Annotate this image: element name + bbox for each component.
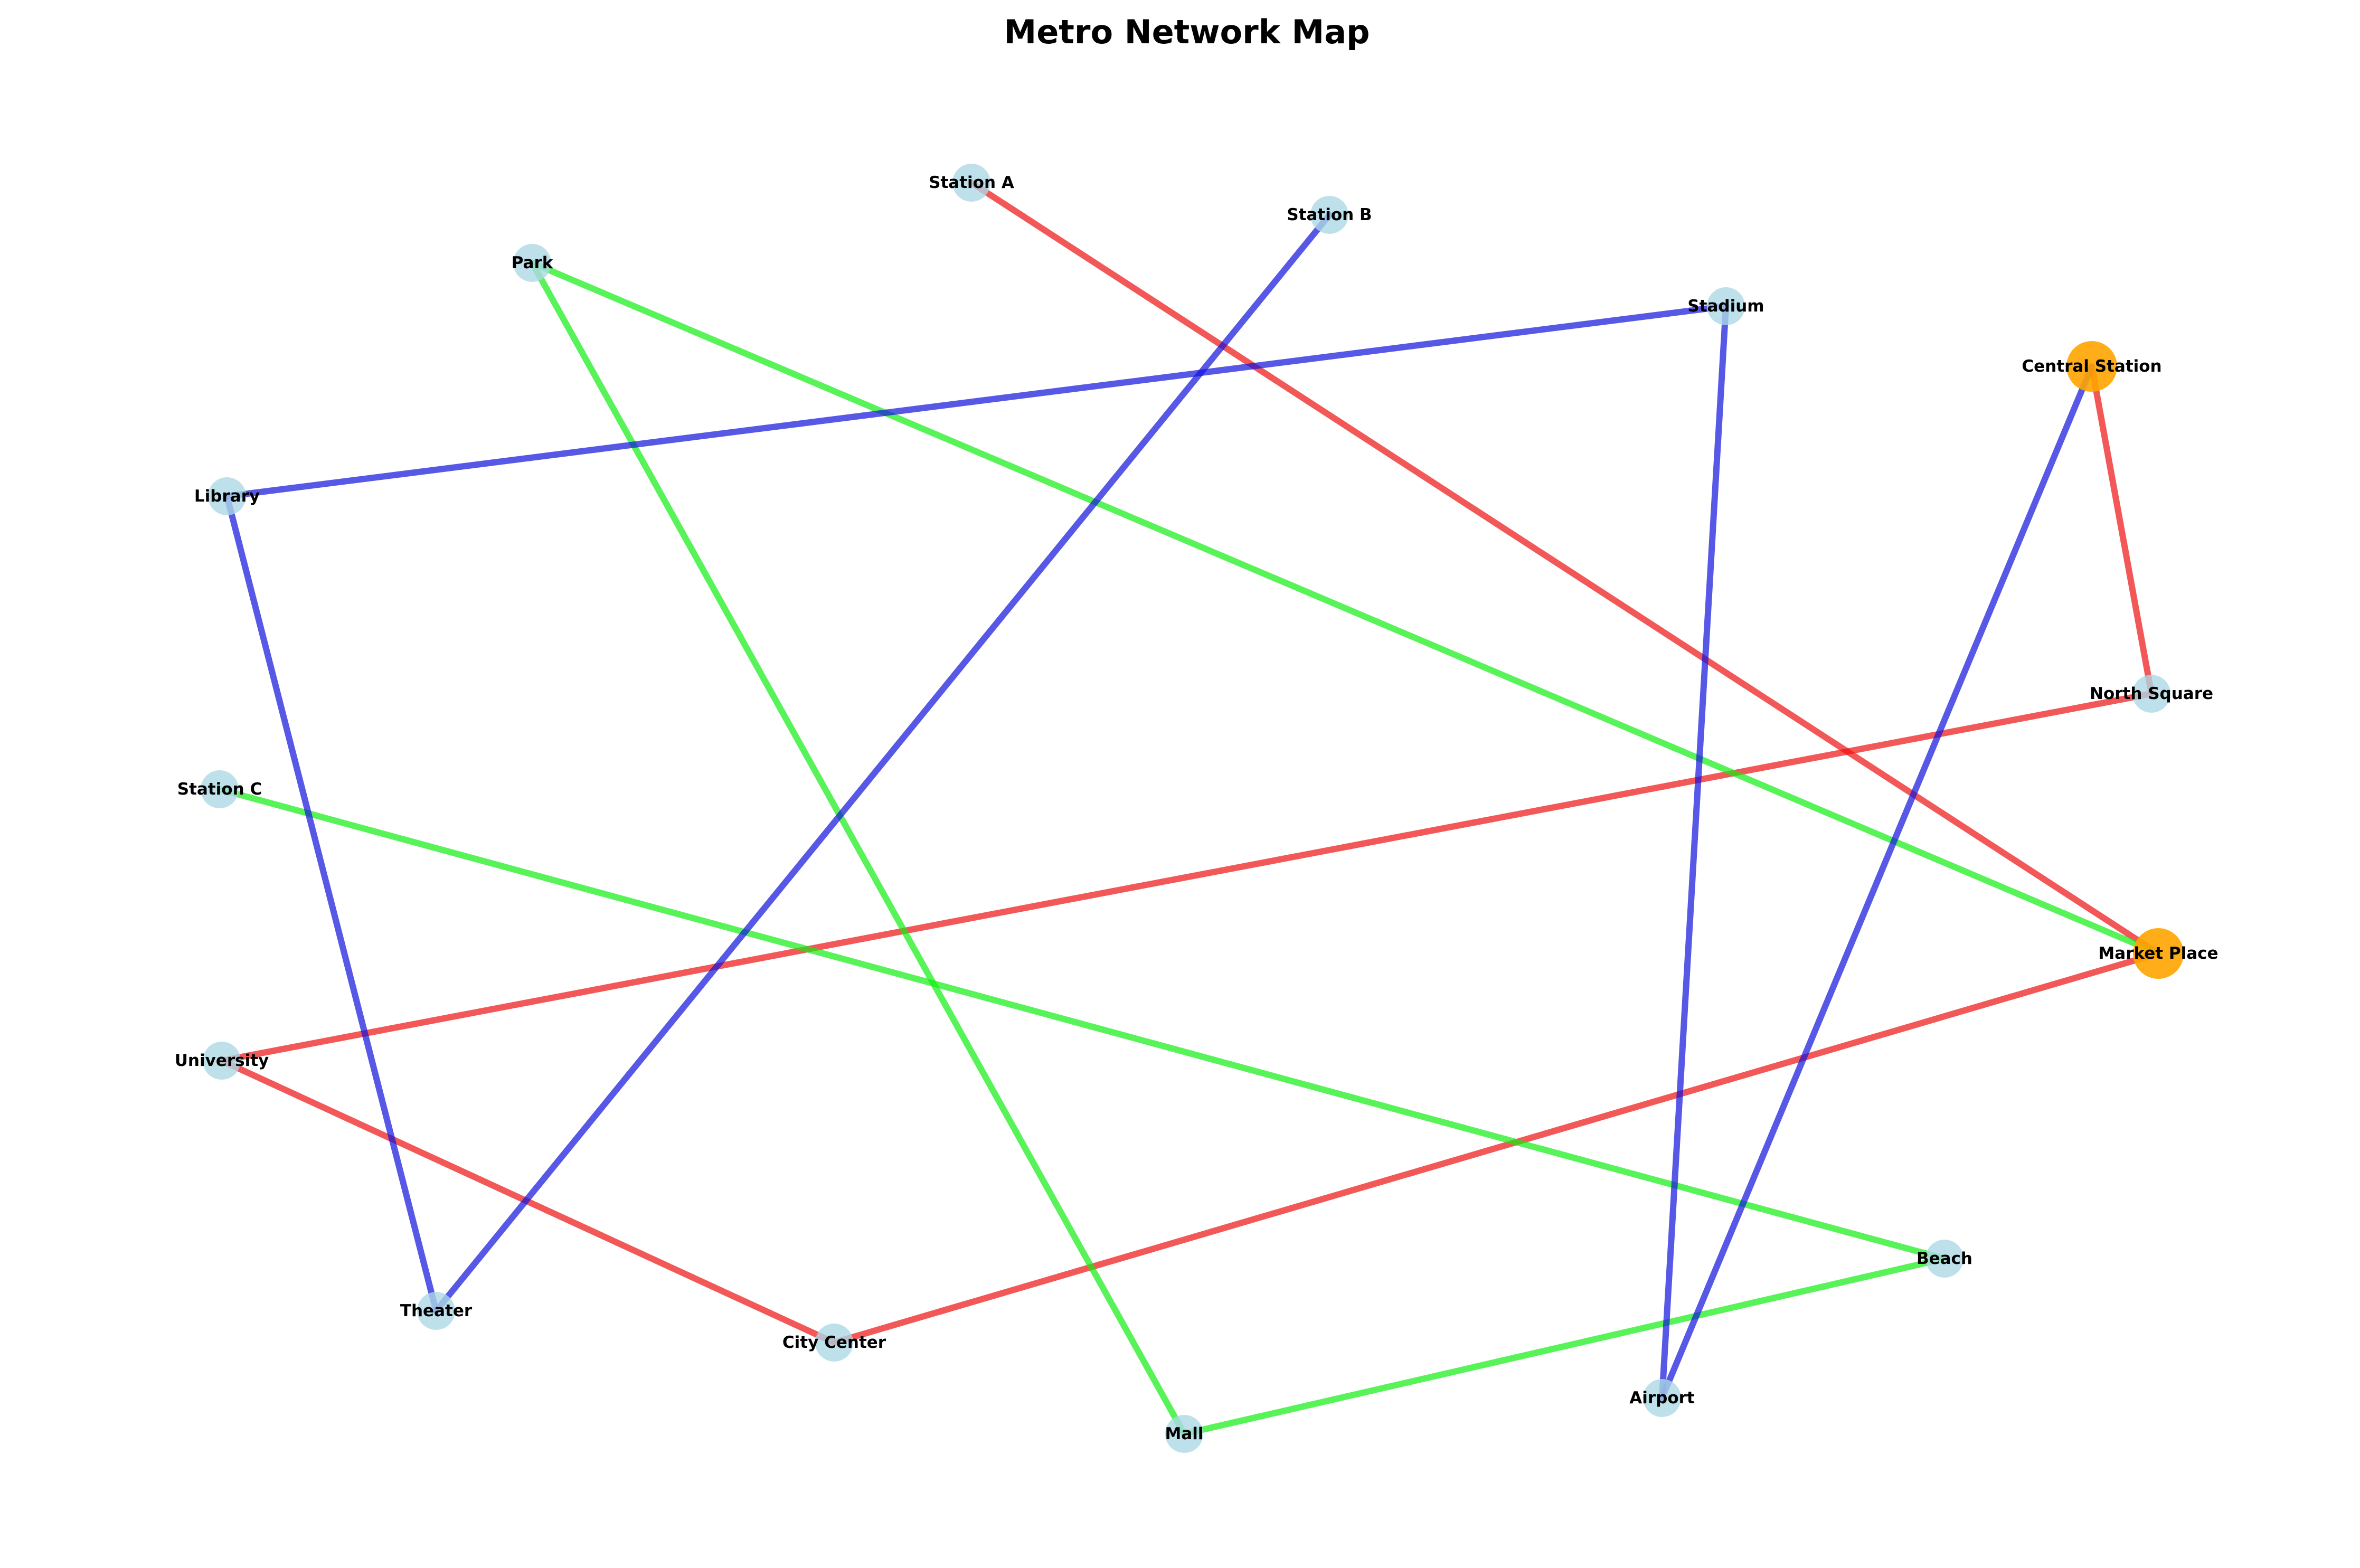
edge-mall-beach [1181,1255,1948,1437]
station-node-city-center [815,1324,853,1362]
edge-library-theater [224,493,439,1314]
station-label-park: Park [512,253,554,272]
station-label-stadium: Stadium [1687,297,1764,316]
station-label-library: Library [194,487,260,506]
edge-north-square-university [219,691,2155,1064]
station-node-central-station [2066,341,2117,392]
station-label-station-c: Station C [177,780,262,799]
edge-stadium-library [224,303,1729,499]
station-node-station-a [952,164,990,202]
station-node-stadium [1707,287,1745,325]
page-title: Metro Network Map [1004,13,1370,51]
station-node-market-place [2133,928,2184,979]
station-label-north-square: North Square [2090,684,2213,703]
edge-station-b-theater [433,212,1333,1314]
station-label-airport: Airport [1629,1388,1695,1408]
edge-central-station-north-square [2089,363,2155,697]
station-label-university: University [175,1051,269,1070]
station-node-north-square [2132,675,2170,713]
station-label-theater: Theater [400,1301,473,1320]
edge-central-station-airport [1659,363,2095,1401]
station-label-central-station: Central Station [2022,357,2161,376]
station-label-station-a: Station A [929,173,1014,192]
station-node-mall [1165,1415,1203,1453]
station-label-city-center: City Center [782,1333,886,1352]
edge-park-mall [529,260,1187,1437]
station-label-market-place: Market Place [2098,944,2218,963]
station-node-library [208,477,246,515]
station-node-station-b [1310,196,1348,234]
station-label-station-b: Station B [1287,205,1372,224]
edge-city-center-market-place [831,950,2161,1346]
station-node-theater [417,1292,455,1330]
station-node-university [203,1042,241,1080]
edge-stadium-airport [1659,303,1729,1401]
edges-layer [216,180,2161,1437]
station-node-park [513,244,551,282]
edge-station-c-beach [216,786,1948,1262]
edge-park-market-place [529,260,2161,957]
station-node-station-c [201,770,239,808]
nodes-layer [201,164,2184,1453]
station-label-mall: Mall [1165,1424,1203,1443]
station-label-beach: Beach [1917,1249,1972,1268]
station-node-beach [1925,1240,1963,1278]
edge-station-a-market-place [968,180,2161,957]
station-node-airport [1643,1379,1681,1417]
